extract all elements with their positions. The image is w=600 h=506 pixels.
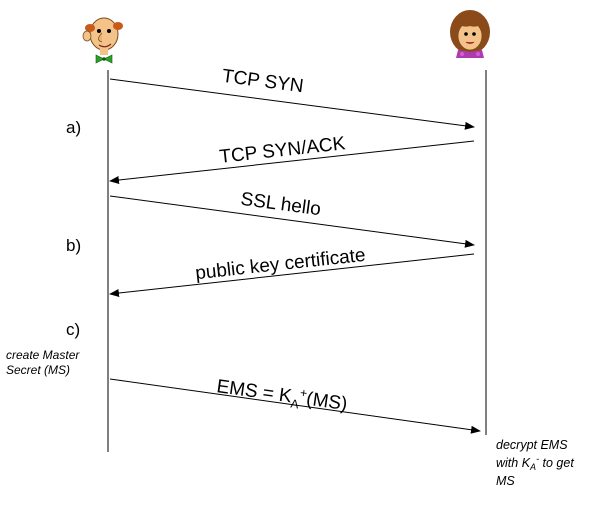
label-ems: EMS = KA+(MS) <box>215 374 349 418</box>
right-note-line2: with KA- to get <box>496 454 574 472</box>
label-ems-main: EMS = K <box>215 376 293 407</box>
right-note-line2-sup: - <box>536 454 539 464</box>
arrow-ems <box>109 378 481 434</box>
client-person-icon <box>82 17 123 64</box>
left-note-line1: create Master <box>6 348 80 362</box>
right-note-line2-sub: A <box>529 462 536 472</box>
right-note-line1: decrypt EMS <box>496 438 568 452</box>
right-note-line2-pre: with K <box>496 456 531 470</box>
step-b-label: b) <box>66 236 81 255</box>
right-note-line2-post: to get <box>539 456 574 470</box>
arrow-tcp-synack <box>109 140 475 184</box>
server-person-icon <box>450 10 490 58</box>
arrow-tcp-syn <box>109 78 475 130</box>
arrow-public-key-certificate <box>109 253 475 297</box>
label-ems-tail: (MS) <box>305 389 349 415</box>
left-note-line2: Secret (MS) <box>6 363 70 377</box>
label-tcp-synack: TCP SYN/ACK <box>218 133 346 168</box>
label-ems-sup: + <box>299 386 308 401</box>
label-tcp-syn: TCP SYN <box>221 66 305 98</box>
step-a-label: a) <box>66 118 81 137</box>
step-c-label: c) <box>66 320 80 339</box>
arrow-ssl-hello <box>109 195 475 248</box>
label-ems-sub: A <box>290 396 300 411</box>
right-note-line3: MS <box>496 474 515 488</box>
label-public-key-certificate: public key certificate <box>194 245 366 284</box>
